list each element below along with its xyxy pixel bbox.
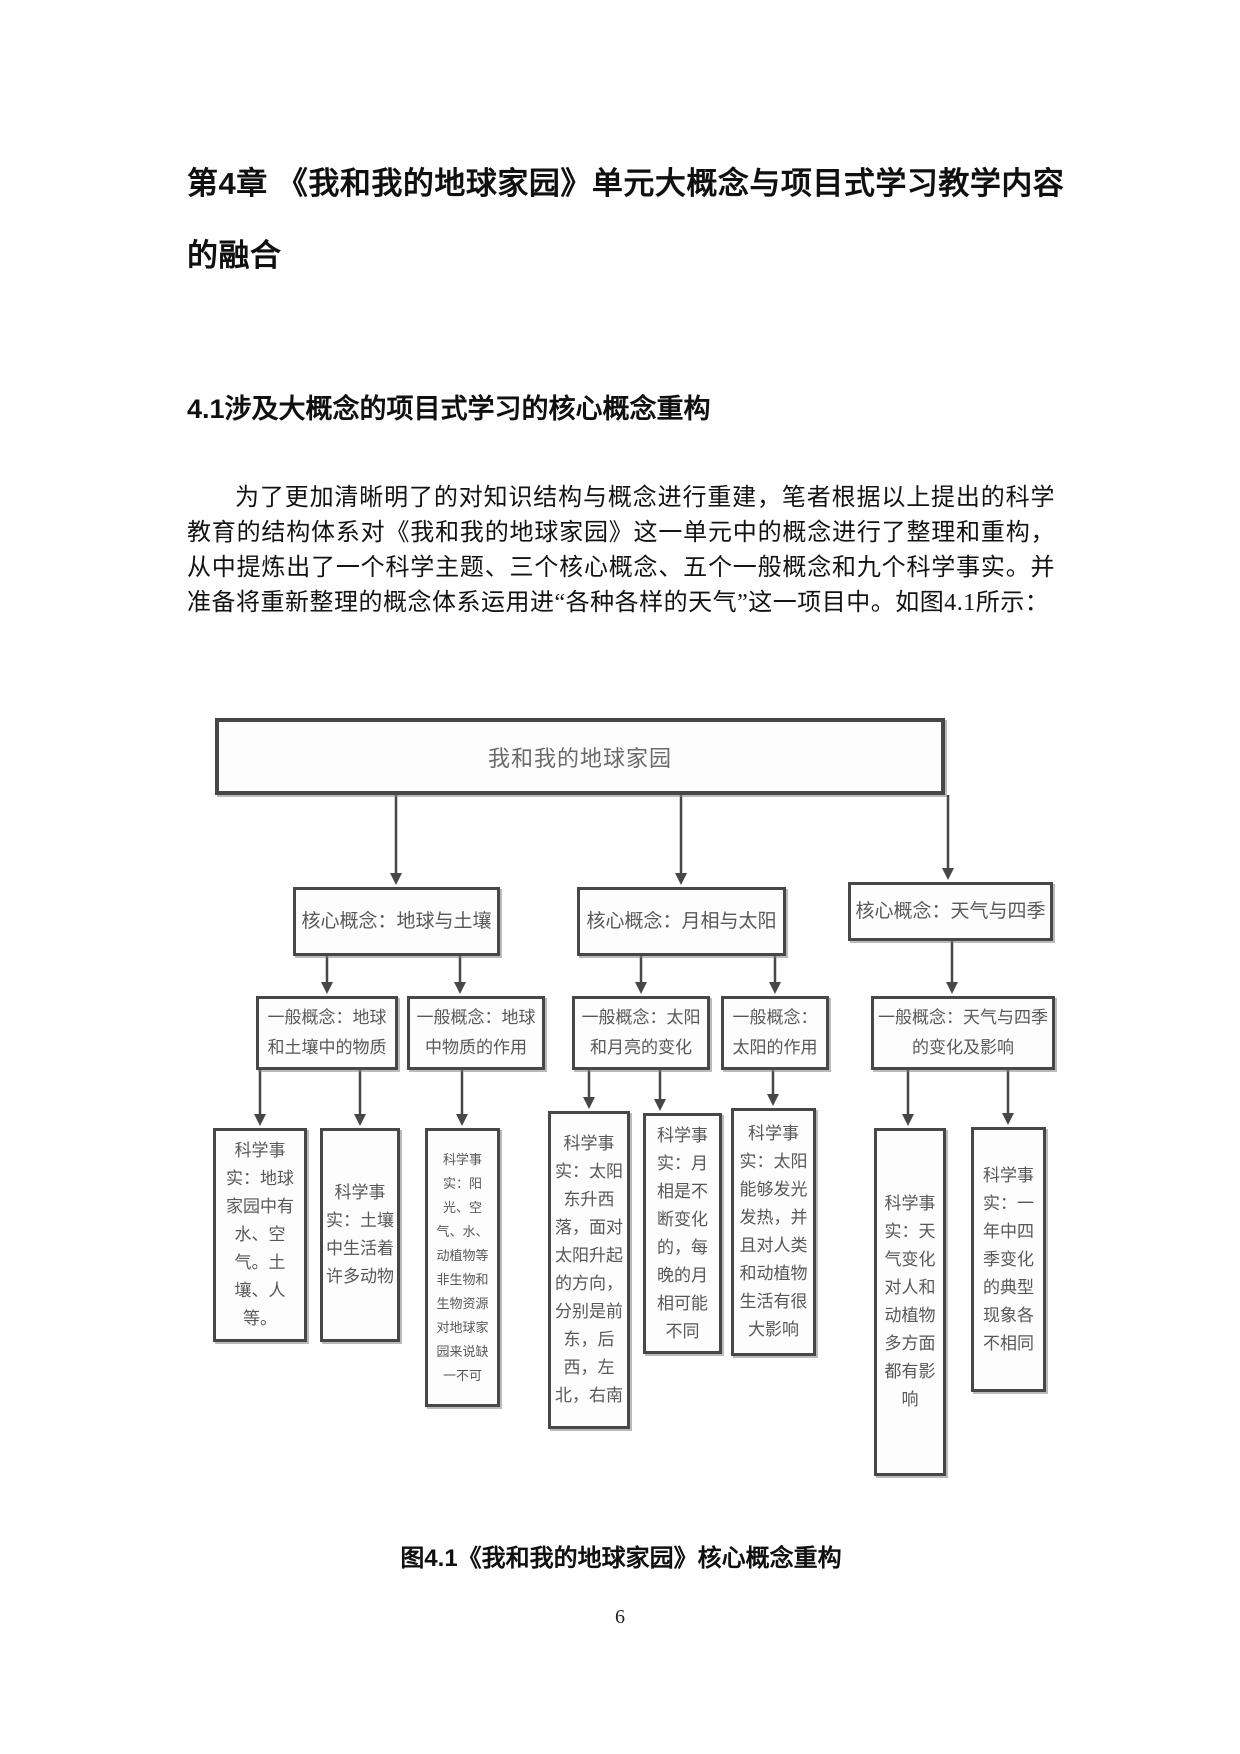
fact-box-6: 科学事实：太阳能够发光发热，并且对人类和动植物生活有很大影响: [731, 1108, 816, 1356]
fact-box-4: 科学事实：太阳东升西落，面对太阳升起的方向，分别是前东，后西，左北，右南: [548, 1111, 630, 1429]
page-number: 6: [615, 1606, 625, 1628]
chapter-title: 第4章 《我和我的地球家园》单元大概念与项目式学习教学内容的融合: [187, 166, 1065, 273]
fact-box-8: 科学事实：一年中四季变化的典型现象各不相同: [971, 1127, 1046, 1392]
fact-box-7: 科学事实：天气变化对人和动植物多方面都有影响: [874, 1128, 946, 1476]
core-concept-box-weather-seasons: 核心概念：天气与四季: [848, 882, 1053, 941]
fact-box-2: 科学事实：土壤中生活着许多动物: [320, 1128, 400, 1342]
root-theme-box: 我和我的地球家园: [215, 718, 945, 795]
general-concept-box-4: 一般概念：太阳的作用: [721, 996, 829, 1070]
core-concept-box-earth-soil: 核心概念：地球与土壤: [293, 887, 500, 956]
general-concept-box-2: 一般概念：地球中物质的作用: [407, 996, 545, 1070]
general-concept-box-1: 一般概念：地球和土壤中的物质: [256, 996, 398, 1070]
fact-box-3: 科学事实：阳光、空气、水、动植物等非生物和生物资源对地球家园来说缺一不可: [425, 1128, 500, 1407]
fact-box-5: 科学事实：月相是不断变化的，每晚的月相可能不同: [643, 1113, 722, 1354]
general-concept-box-3: 一般概念：太阳和月亮的变化: [572, 996, 710, 1070]
core-concept-box-moon-sun: 核心概念：月相与太阳: [577, 887, 786, 956]
general-concept-box-5: 一般概念：天气与四季的变化及影响: [871, 996, 1055, 1070]
section-heading: 4.1涉及大概念的项目式学习的核心概念重构: [187, 394, 711, 424]
fact-box-1: 科学事实：地球家园中有水、空气。土壤、人等。: [213, 1128, 307, 1342]
figure-caption: 图4.1《我和我的地球家园》核心概念重构: [400, 1545, 842, 1572]
body-paragraph: 为了更加清晰明了的对知识结构与概念进行重建，笔者根据以上提出的科学教育的结构体系…: [187, 485, 1055, 616]
